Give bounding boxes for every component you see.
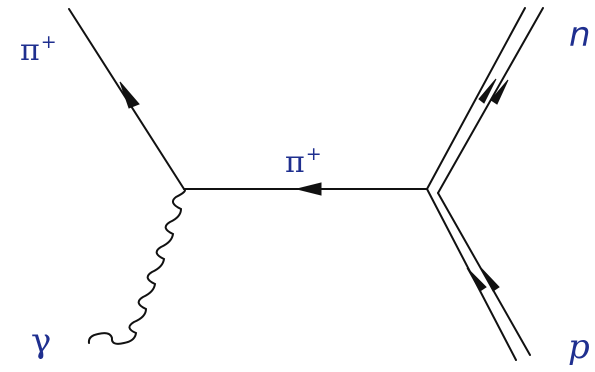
outgoing-pion-label: π+ xyxy=(20,33,57,66)
neutron-arrow-outer xyxy=(478,78,497,104)
exchanged-pion-symbol: π xyxy=(285,145,305,180)
exchanged-pion-label: π+ xyxy=(285,145,322,178)
exchanged-pion-charge: + xyxy=(305,143,322,165)
outgoing-pion-symbol: π xyxy=(20,33,40,68)
proton-arrow-inner xyxy=(480,267,500,292)
photon-label: γ xyxy=(31,321,52,361)
exchanged-pion-arrow xyxy=(296,182,322,196)
neutron-label: n xyxy=(569,15,591,55)
neutron-line-outer xyxy=(426,7,526,190)
proton-arrow-outer xyxy=(466,267,487,292)
proton-label: p xyxy=(568,327,590,367)
neutron-arrow-inner xyxy=(490,79,509,105)
outgoing-pion-charge: + xyxy=(40,31,57,53)
photon-wavy-line xyxy=(87,188,186,345)
neutron-line-inner xyxy=(437,7,544,194)
outgoing-pion-arrow xyxy=(119,81,140,109)
